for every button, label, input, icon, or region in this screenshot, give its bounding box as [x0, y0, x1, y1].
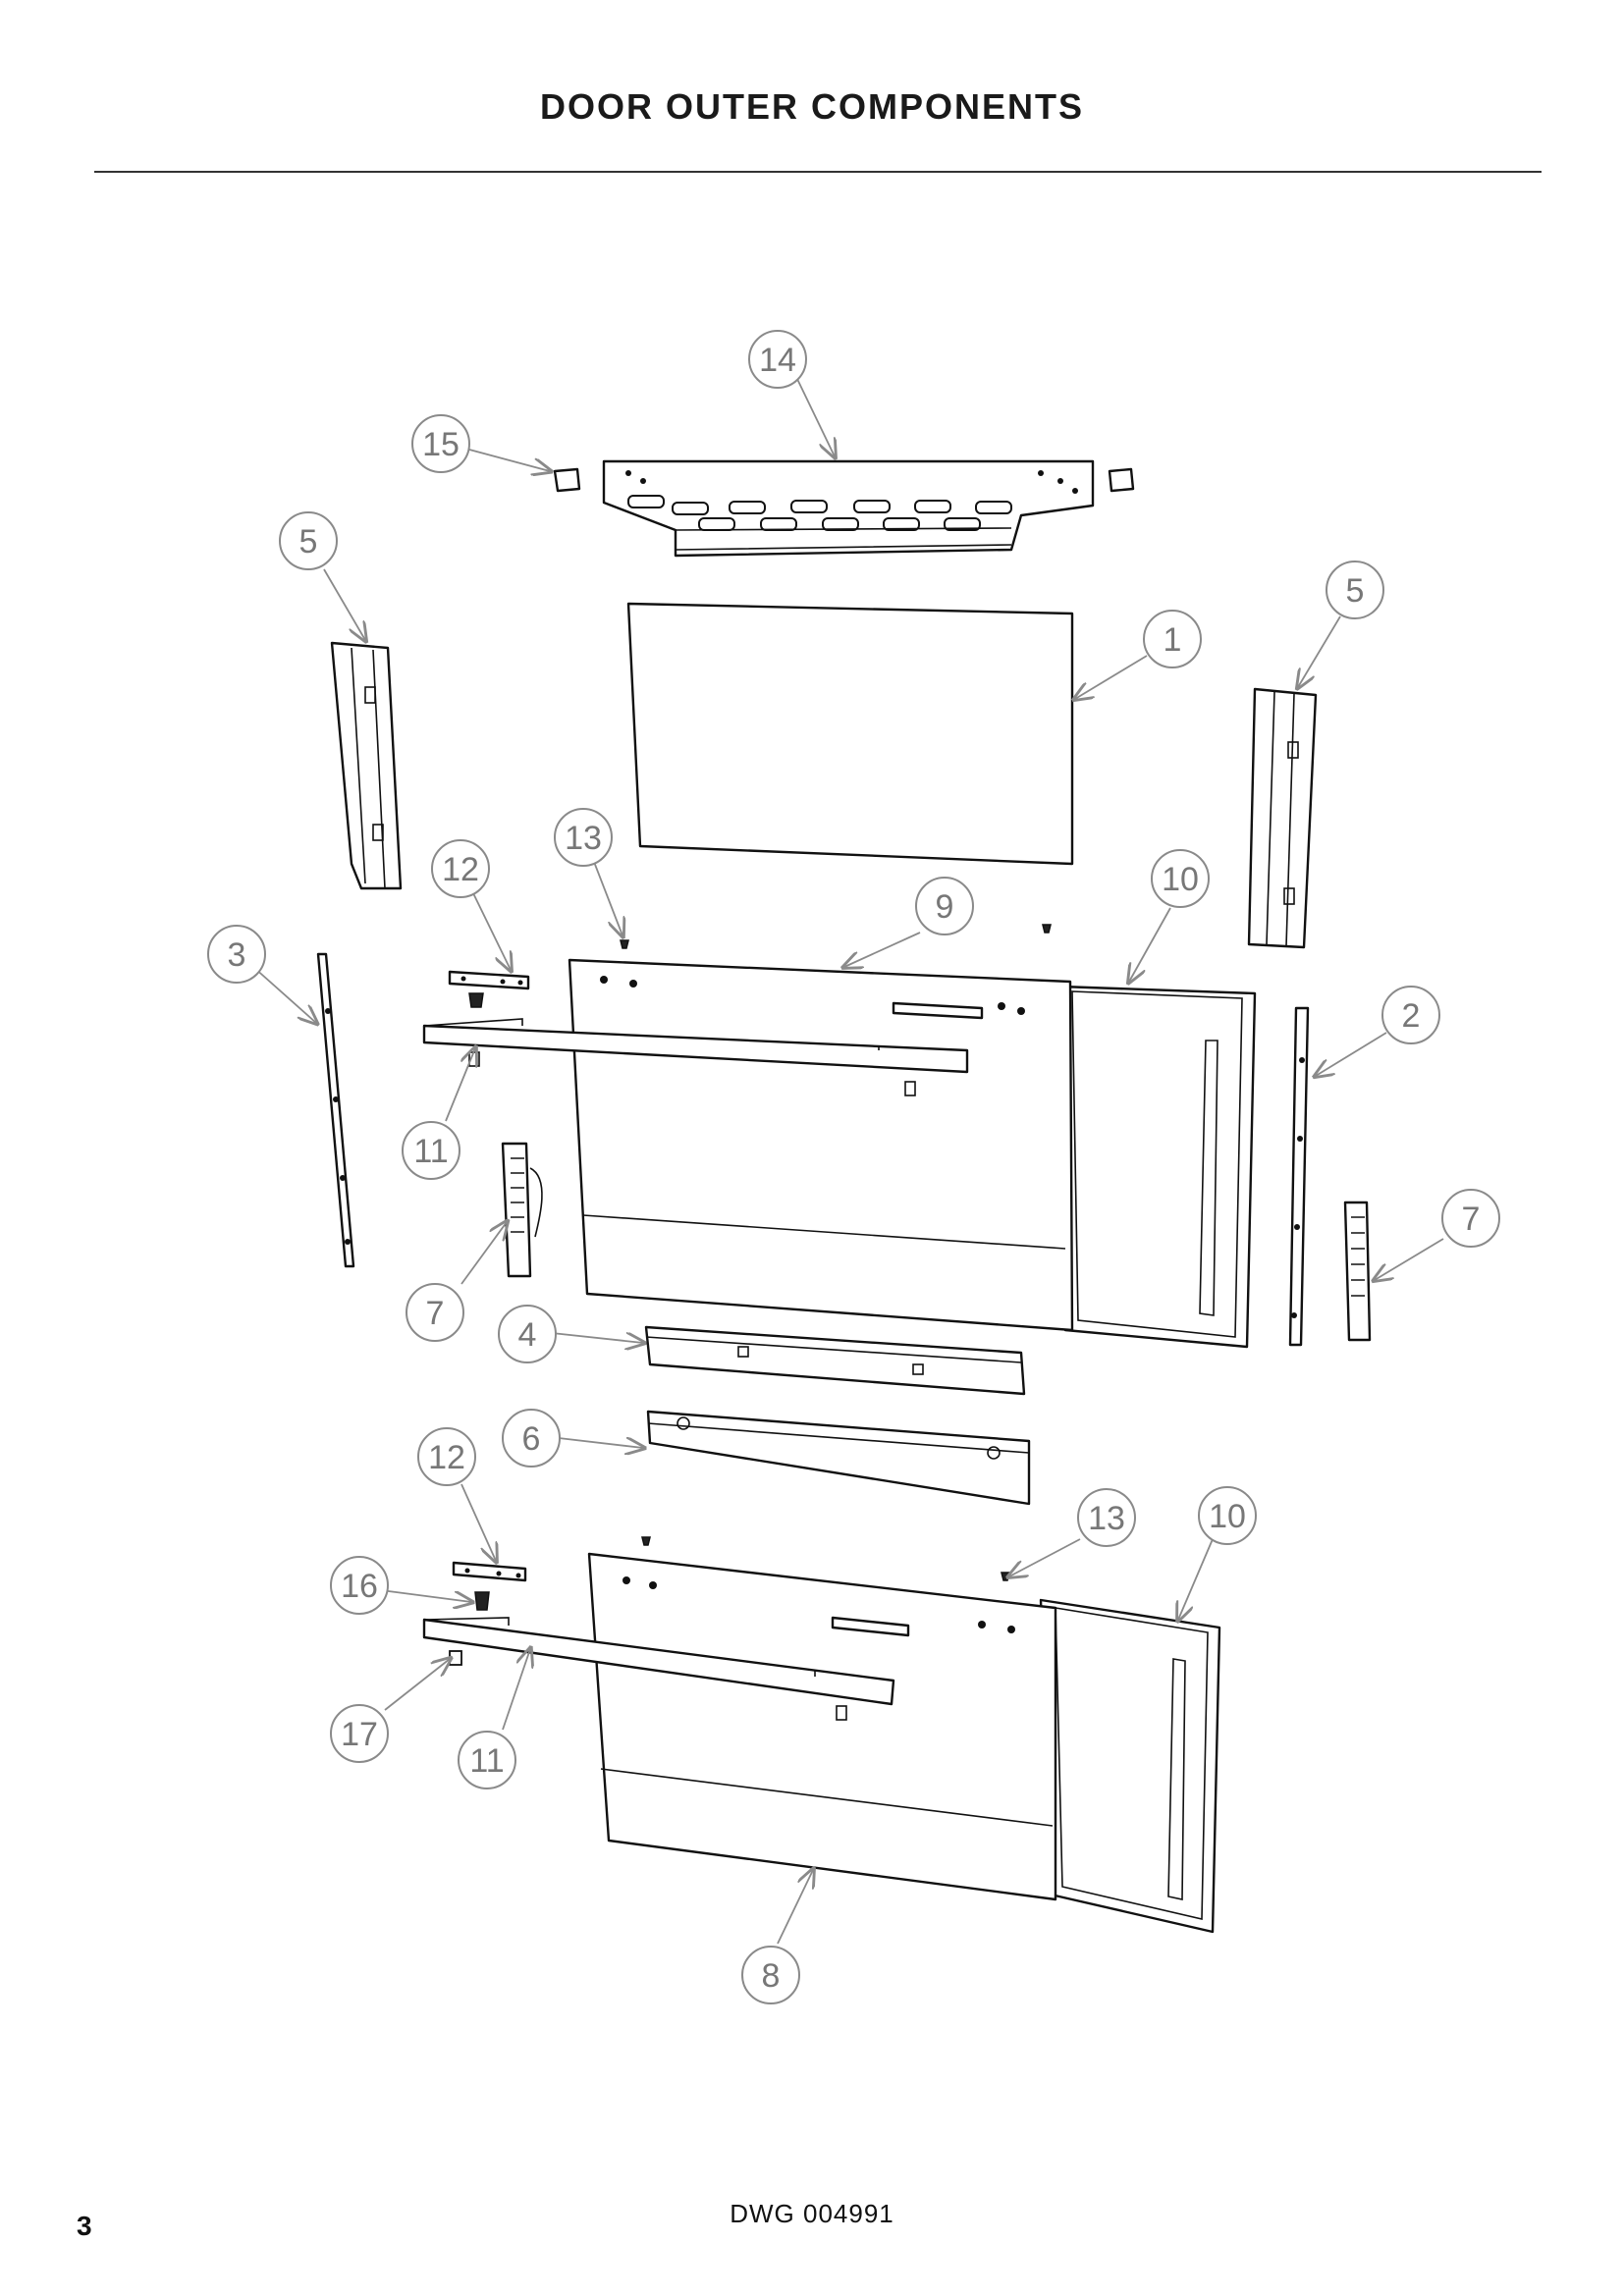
- part-11-lower-handle: [422, 1617, 895, 1721]
- part-16-screw: [474, 1591, 490, 1611]
- callout-7-right: 7: [1441, 1189, 1500, 1248]
- callout-10-lower: 10: [1198, 1486, 1257, 1545]
- svg-text:8: 8: [762, 1957, 781, 1995]
- svg-text:9: 9: [936, 888, 954, 926]
- svg-text:12: 12: [428, 1439, 465, 1476]
- title-divider: [94, 171, 1542, 173]
- callout-16: 16: [330, 1556, 389, 1615]
- svg-text:4: 4: [518, 1316, 537, 1354]
- callout-8: 8: [741, 1946, 800, 2004]
- svg-text:13: 13: [1088, 1500, 1125, 1537]
- callout-2: 2: [1381, 986, 1440, 1044]
- svg-text:10: 10: [1162, 861, 1199, 898]
- callout-13-upper: 13: [554, 808, 613, 867]
- callout-5-right: 5: [1326, 561, 1384, 619]
- part-4-channel: [644, 1325, 1026, 1396]
- callout-10-upper: 10: [1151, 849, 1210, 908]
- part-14-top-vent-bracket: [602, 459, 1095, 558]
- svg-text:1: 1: [1164, 621, 1182, 659]
- part-6-angle-bracket: [646, 1410, 1031, 1506]
- svg-text:11: 11: [413, 1133, 448, 1170]
- svg-text:14: 14: [759, 342, 796, 379]
- drawing-number: DWG 004991: [730, 2199, 894, 2228]
- part-1-glass-panel: [626, 602, 1074, 866]
- part-12-upper-bracket: [448, 970, 530, 1008]
- part-5-right-side-channel: [1247, 687, 1318, 949]
- callout-15: 15: [411, 414, 470, 473]
- svg-text:7: 7: [426, 1295, 445, 1332]
- callout-17: 17: [330, 1704, 389, 1763]
- svg-text:3: 3: [228, 936, 246, 974]
- leader-lines: [252, 376, 1444, 1945]
- part-3-left-strip: [316, 952, 355, 1268]
- part-10-upper-door-frame: [1058, 985, 1257, 1349]
- svg-text:2: 2: [1402, 997, 1421, 1035]
- callout-1: 1: [1143, 610, 1202, 668]
- callout-4: 4: [498, 1305, 557, 1363]
- svg-text:13: 13: [565, 820, 602, 857]
- callout-11-lower: 11: [458, 1731, 516, 1789]
- svg-text:7: 7: [1462, 1201, 1481, 1238]
- svg-text:5: 5: [1346, 572, 1365, 610]
- part-8-lower-door-panel: [587, 1552, 1057, 1901]
- callout-12-upper: 12: [431, 839, 490, 898]
- part-11-upper-handle: [422, 1018, 969, 1096]
- callout-6: 6: [502, 1409, 561, 1468]
- page-title: DOOR OUTER COMPONENTS: [539, 86, 1084, 127]
- callout-7-left: 7: [406, 1283, 464, 1342]
- svg-text:12: 12: [442, 851, 479, 888]
- callout-12-lower: 12: [417, 1427, 476, 1486]
- part-17-spacer: [449, 1650, 462, 1666]
- callout-9: 9: [915, 877, 974, 935]
- part-12-lower-bracket: [452, 1561, 527, 1582]
- callout-14: 14: [748, 330, 807, 389]
- page-number: 3: [77, 2211, 92, 2241]
- callout-13-lower: 13: [1077, 1488, 1136, 1547]
- part-15-clips: [553, 467, 1135, 493]
- svg-text:15: 15: [422, 426, 460, 463]
- callout-11-upper: 11: [402, 1121, 460, 1180]
- svg-text:16: 16: [341, 1568, 378, 1605]
- part-7-left-hinge: [501, 1142, 543, 1278]
- part-10-lower-door-frame: [1039, 1598, 1221, 1934]
- svg-text:10: 10: [1209, 1498, 1246, 1535]
- callout-3: 3: [207, 925, 266, 984]
- part-7-right-hinge: [1343, 1201, 1372, 1342]
- part-2-right-strip: [1288, 1006, 1310, 1347]
- part-9-upper-door-panel: [568, 958, 1074, 1332]
- svg-text:5: 5: [299, 523, 318, 561]
- part-5-left-side-channel: [330, 641, 403, 890]
- svg-text:11: 11: [469, 1742, 504, 1780]
- svg-text:17: 17: [341, 1716, 378, 1753]
- part-13-upper-screws: [620, 924, 1052, 949]
- callout-5-left: 5: [279, 511, 338, 570]
- svg-text:6: 6: [522, 1420, 541, 1458]
